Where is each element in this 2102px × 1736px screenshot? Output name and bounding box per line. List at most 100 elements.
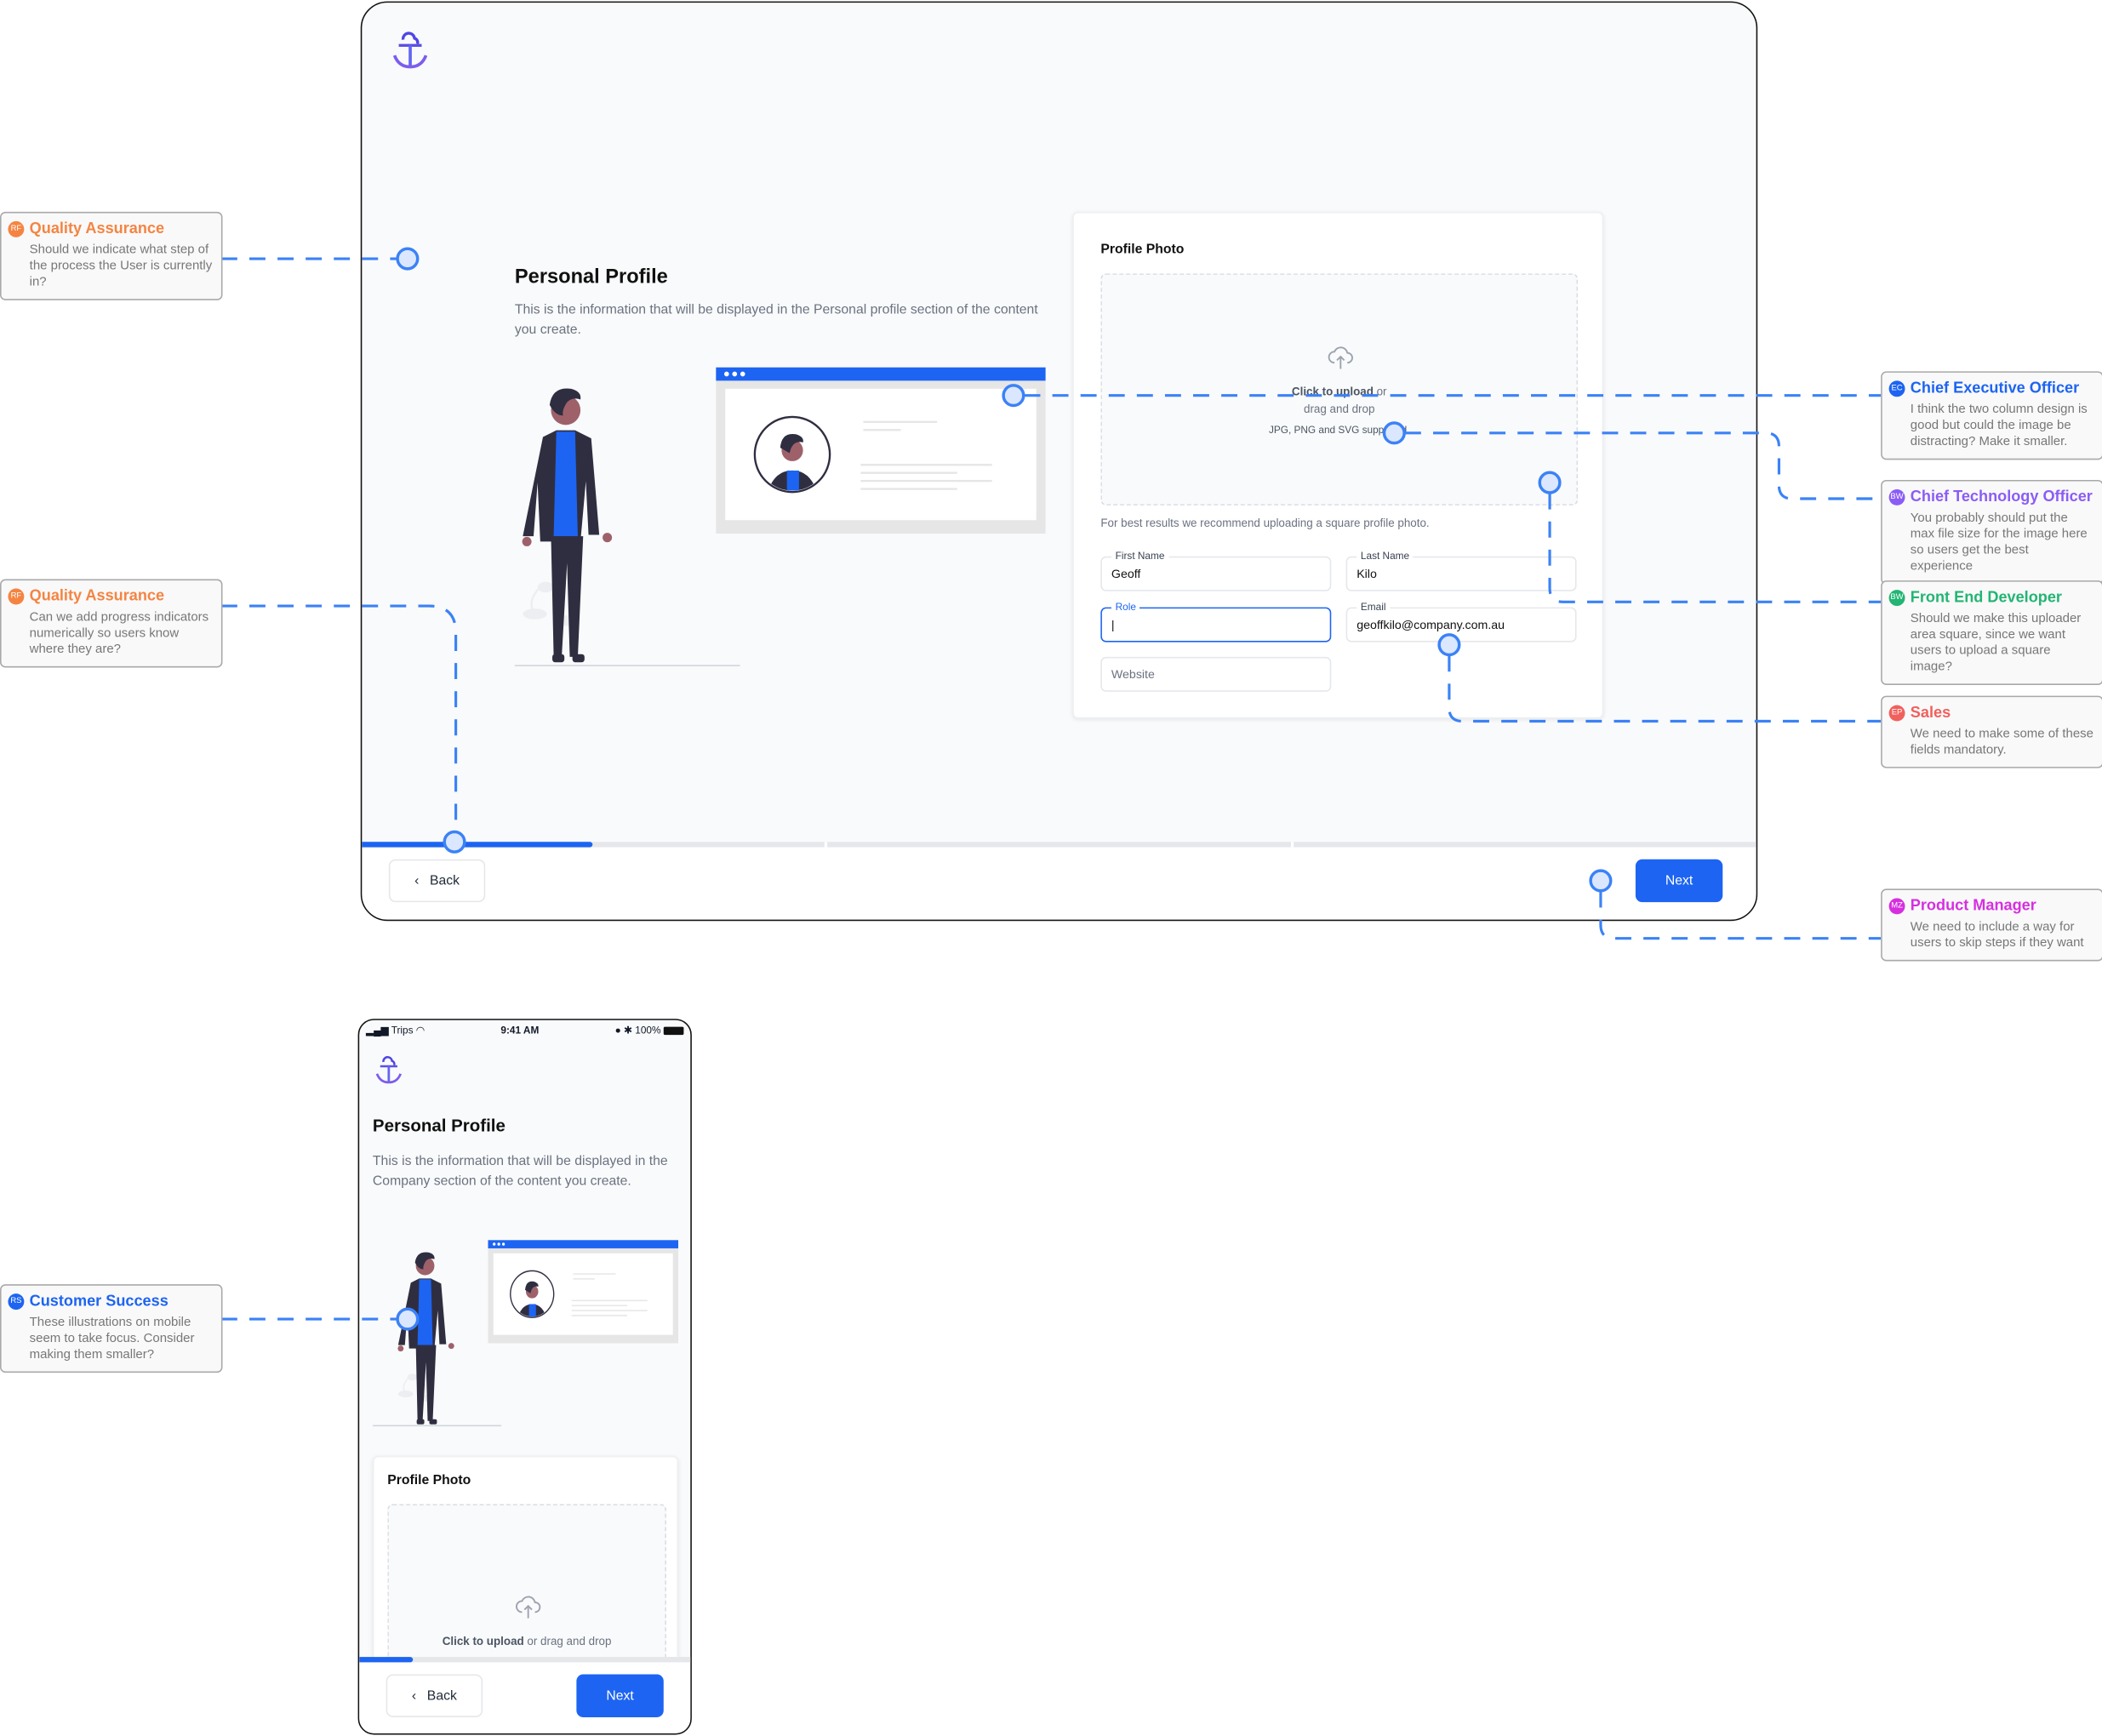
back-label: Back (426, 1688, 457, 1704)
text-cursor: | (1111, 618, 1115, 631)
comment-header: EC Chief Executive Officer (1888, 380, 2094, 397)
comment-header: MZ Product Manager (1888, 898, 2094, 915)
last-name-value: Kilo (1357, 567, 1377, 581)
comment-author-role: Customer Success (29, 1293, 169, 1311)
role-field[interactable]: Role | (1100, 600, 1332, 642)
back-label: Back (429, 873, 460, 888)
mobile-frame: ▂▄▆ Trips ◠ 9:41 AM ● ✱ 100% Personal Pr… (357, 1019, 692, 1735)
role-label: Role (1111, 600, 1140, 613)
comment-author-role: Quality Assurance (29, 588, 165, 605)
alarm-icon: ● (614, 1023, 621, 1036)
progress-bar (362, 842, 1756, 848)
battery-percent: 100% (635, 1023, 661, 1036)
carrier: Trips (391, 1023, 414, 1036)
photo-hint: For best results we recommend uploading … (1100, 516, 1430, 530)
avatar: RF (8, 588, 25, 605)
comment-author-role: Front End Developer (1910, 590, 2062, 607)
bluetooth-icon: ✱ (624, 1023, 632, 1036)
anchor-logo-icon (389, 27, 431, 70)
comment-author-role: Product Manager (1910, 898, 2036, 915)
website-placeholder: Website (1111, 667, 1155, 682)
profile-photo-title: Profile Photo (387, 1473, 471, 1488)
email-value: geoffkilo@company.com.au (1357, 618, 1505, 631)
avatar: EP (1888, 705, 1905, 722)
person-illustration (510, 386, 631, 668)
comment-text: Should we make this uploader area square… (1910, 611, 2082, 675)
comment-text: I think the two column design is good bu… (1910, 402, 2088, 449)
upload-dropzone[interactable]: Click to upload or drag and drop JPG, PN… (1100, 273, 1579, 505)
chevron-left-icon: ‹ (414, 873, 420, 888)
back-button[interactable]: ‹ Back (386, 1674, 483, 1717)
avatar: BW (1888, 488, 1905, 505)
progress-bar (359, 1657, 691, 1663)
profile-photo-title: Profile Photo (1100, 243, 1185, 258)
avatar: EC (1888, 380, 1905, 397)
click-to-upload-link[interactable]: Click to upload (442, 1634, 524, 1648)
comment-author-role: Sales (1910, 705, 1951, 722)
status-right: ● ✱ 100% (615, 1024, 684, 1036)
comment-header: BW Chief Technology Officer (1888, 488, 2094, 505)
comment-card[interactable]: EC Chief Executive Officer I think the two… (1881, 371, 2102, 460)
next-button[interactable]: Next (1635, 859, 1723, 903)
comment-author-role: Chief Executive Officer (1910, 380, 2080, 397)
comment-card[interactable]: MZ Product Manager We need to include a wa… (1881, 888, 2102, 962)
mobile-footer: ‹ Back Next (359, 1657, 691, 1733)
comment-header: BW Front End Developer (1888, 590, 2094, 607)
browser-illustration (488, 1240, 678, 1343)
ground-line (372, 1425, 502, 1427)
click-to-upload-link[interactable]: Click to upload (1291, 385, 1374, 398)
drag-drop-text: drag and drop (1304, 402, 1375, 416)
comment-text: We need to include a way for users to sk… (1910, 919, 2084, 951)
back-button[interactable]: ‹ Back (388, 859, 486, 903)
signal-icon: ▂▄▆ (366, 1023, 389, 1036)
avatar: RF (8, 220, 25, 237)
upload-or-text: or (1373, 385, 1387, 398)
comment-text: You probably should put the max file siz… (1910, 511, 2088, 574)
ground-line (514, 665, 740, 666)
next-label: Next (1665, 873, 1694, 888)
status-bar: ▂▄▆ Trips ◠ 9:41 AM ● ✱ 100% (359, 1020, 690, 1039)
page-title: Personal Profile (514, 265, 668, 288)
page-description: This is the information that will be dis… (514, 303, 1038, 338)
first-name-label: First Name (1111, 549, 1169, 562)
comment-text: We need to make some of these fields man… (1910, 726, 2094, 758)
desktop-frame: Personal Profile This is the information… (360, 1, 1758, 922)
website-field[interactable]: Website (1100, 656, 1332, 692)
comment-author-role: Quality Assurance (29, 220, 165, 237)
progress-fill (359, 1657, 413, 1663)
browser-illustration (716, 368, 1046, 534)
page-title: Personal Profile (372, 1115, 506, 1136)
wifi-icon: ◠ (415, 1023, 426, 1036)
chevron-left-icon: ‹ (411, 1688, 417, 1704)
avatar: RS (8, 1293, 25, 1311)
person-illustration (384, 1251, 472, 1428)
desktop-footer: ‹ Back Next (362, 842, 1756, 920)
avatar: MZ (1888, 898, 1905, 915)
clock: 9:41 AM (500, 1023, 540, 1036)
battery-icon (663, 1025, 684, 1035)
status-left: ▂▄▆ Trips ◠ (366, 1024, 425, 1036)
next-button[interactable]: Next (576, 1674, 664, 1717)
email-field[interactable]: Email geoffkilo@company.com.au (1345, 600, 1577, 642)
upload-rest-text: or drag and drop (523, 1634, 612, 1648)
comment-text: Can we add progress indicators numerical… (29, 609, 209, 657)
comment-text: These illustrations on mobile seem to ta… (29, 1315, 195, 1362)
formats-text: JPG, PNG and SVG supported. (1268, 423, 1410, 436)
email-label: Email (1357, 600, 1391, 613)
comment-header: EP Sales (1888, 705, 2094, 722)
next-label: Next (606, 1688, 634, 1704)
comment-card[interactable]: EP Sales We need to make some of these fie… (1881, 695, 2102, 768)
avatar: BW (1888, 590, 1905, 607)
page-description: This is the information that will be dis… (372, 1154, 668, 1190)
last-name-label: Last Name (1357, 549, 1414, 562)
comment-author-role: Chief Technology Officer (1910, 488, 2093, 505)
